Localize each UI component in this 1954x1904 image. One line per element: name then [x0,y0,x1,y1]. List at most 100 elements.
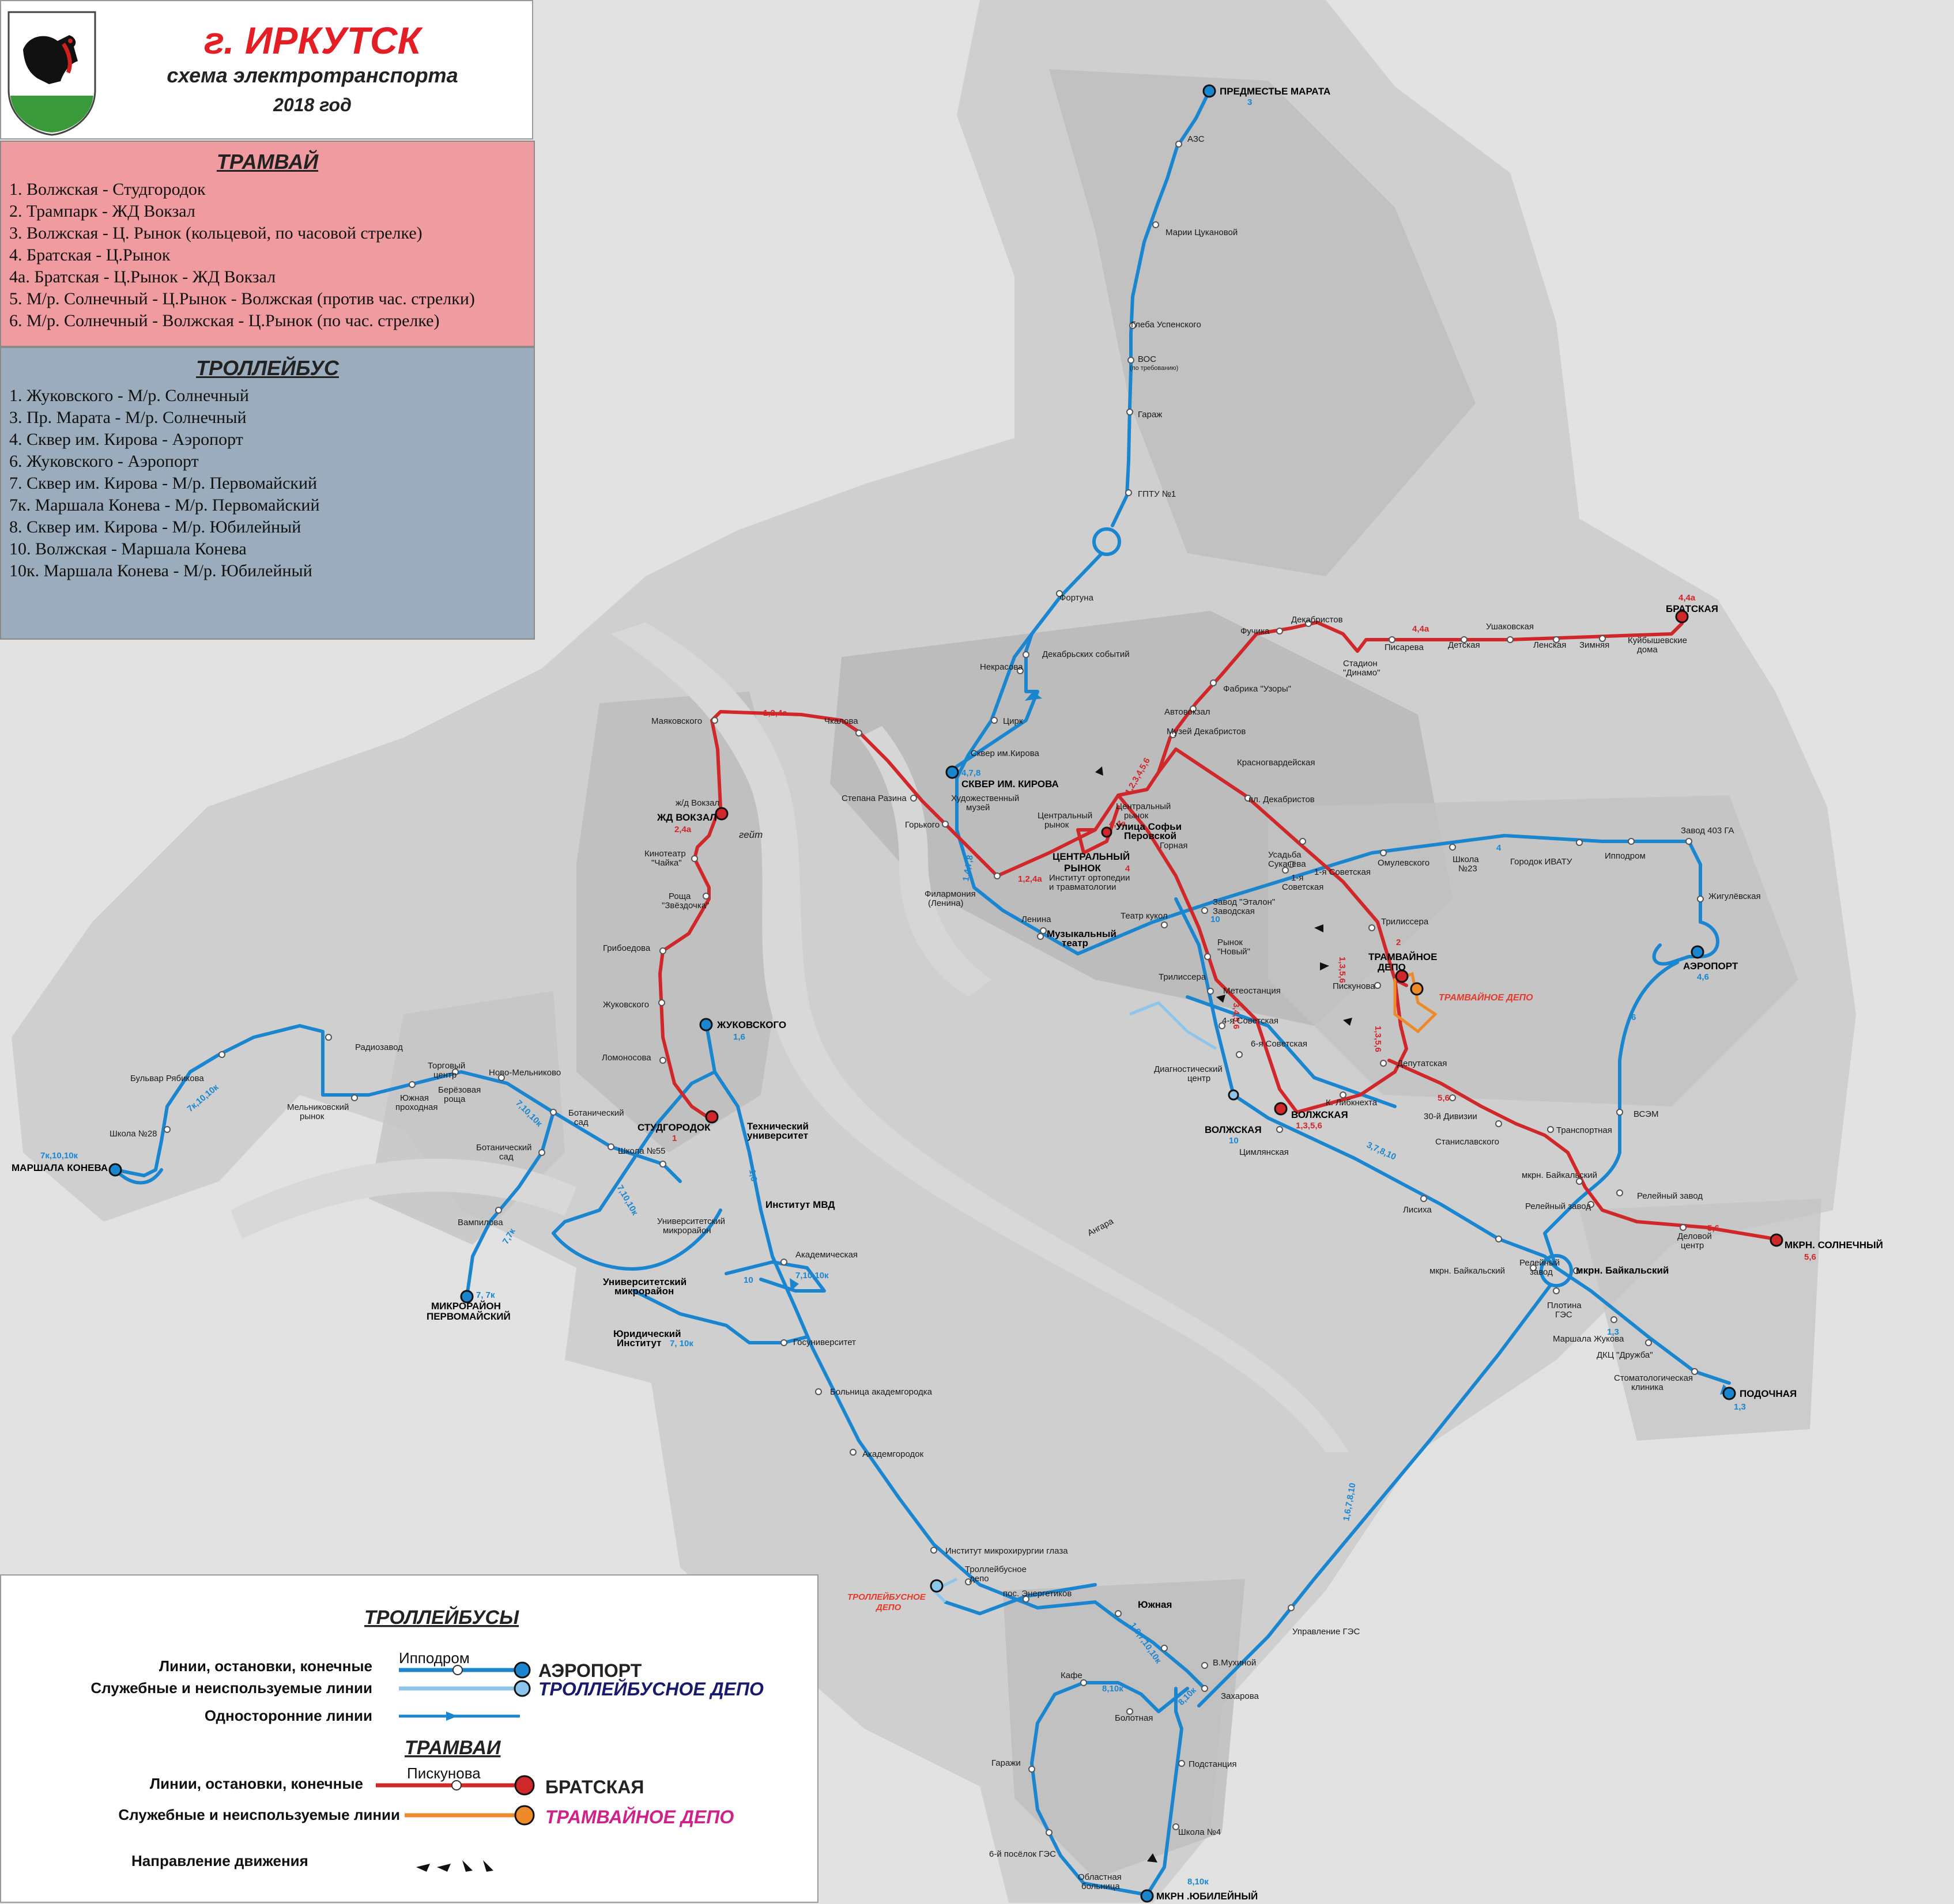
stop-transport [1547,1126,1554,1133]
trolleybus-route-item: 3. Пр. Марата - М/р. Солнечный [9,408,247,427]
stop-label-ivatu: Городок ИВАТУ [1510,857,1572,867]
stop-label-perovskoi-1: Улица Софьи [1116,821,1182,832]
stop-kafe [1080,1679,1087,1686]
terminal-tram-depot [1395,969,1409,983]
stop-dekabr [1023,651,1029,658]
trolley-line-zhukovskogo [704,1021,1206,1690]
trolleybus-lines [114,89,1731,1897]
map-header: г. ИРКУТСК схема электротранспорта 2018 … [0,0,533,139]
route-bratskaya-line: 4,4а [1412,624,1429,634]
stop-label-deputat: Депутатская [1397,1059,1447,1068]
stop-bulvar [218,1051,225,1058]
legend-oneway-arrow [446,1712,458,1721]
tram-route-item: 4. Братская - Ц.Рынок [9,245,171,265]
stop-label-sov1: 1-я Советская [1314,867,1371,877]
stop-tsukanovoi [1152,221,1159,228]
label-podochnaya: ПОДОЧНАЯ [1740,1388,1797,1399]
label-konev: МАРШАЛА КОНЕВА [12,1162,108,1173]
stop-label-mel-2: рынок [300,1112,325,1121]
stop-label-lenskaya: Ленская [1533,640,1566,650]
stop-lenina [1040,927,1047,934]
stop-sov4 [1219,1022,1225,1029]
label-tram-depot: ТРАМВАЙНОЕ ДЕПО [1439,991,1533,1003]
stop-nekrasova [1017,667,1024,674]
stop-label-perovskoi-2: Перовской [1124,830,1176,841]
stop-label-dinamo-1: Стадион [1343,659,1378,668]
stop-label-art-1: Художественный [951,794,1019,803]
stop-label-rynok-2: "Новый" [1217,947,1250,957]
stop-label-yuzh-2: проходная [395,1102,437,1112]
stop-chaika [691,855,698,862]
label-yubileiny: МКРН .ЮБИЛЕЙНЫЙ [1156,1891,1258,1902]
stop-label-griboedova: Грибоедова [603,943,651,953]
stop-label-music-2: театр [1062,938,1088,949]
stop-label-ippodrom: Ипподром [1605,851,1646,861]
stop-releiny-ges [1530,1264,1537,1271]
trolley-line-akadem [725,1260,826,1293]
terminal-podochnaya [1722,1387,1736,1400]
tram-route-item: 4а. Братская - Ц.Рынок - ЖД Вокзал [9,267,276,286]
route-56: 5,6 [1438,1093,1450,1103]
stop-zvezd [703,893,710,900]
direction-arrow-4 [1095,766,1103,776]
stop-fortuna [1056,590,1063,597]
legend-tram-depot-icon [514,1805,535,1826]
stop-label-trilissera: Трилиссера [1381,917,1429,927]
stop-label-berez-1: Берёзовая [438,1085,481,1095]
stop-label-market-tram-2: рынок [1124,811,1149,821]
stop-bot2 [538,1149,545,1156]
stop-filarm [994,872,1001,879]
stop-label-mvd: Институт МВД [765,1199,835,1210]
terminal-zhukovskogo [699,1018,713,1032]
label-pervomaisky-1: МИКРОРАЙОН [431,1301,501,1312]
stop-label-radio: Радиозавод [355,1042,403,1052]
stop-liebknecht [1340,1091,1346,1098]
legend-trolley-service: Служебные и неиспользуемые линии [90,1679,372,1697]
stop-podstantsiya [1178,1760,1185,1767]
stop-label-druzhba: ДКЦ "Дружба" [1597,1350,1653,1360]
route-1356-a: 1,3,5,6 [1337,957,1347,983]
stop-label-etalon-2: Заводская [1213,906,1255,916]
stop-trdepo [965,1578,972,1585]
tram-route-item: 6. М/р. Солнечный - Волжская - Ц.Рынок (… [9,311,440,330]
label-solnechny: МКРН. СОЛНЕЧНЫЙ [1785,1240,1883,1251]
stop-teatr-kukol [1161,921,1168,928]
route-market: 4 [1125,864,1130,874]
legend-tram-stop [451,1780,462,1790]
stop-label-zavod403: Завод 403 ГА [1681,826,1734,836]
stop-30div [1449,1094,1456,1101]
route-3456: 3,4,5,6 [1231,1003,1241,1029]
stop-label-market-tram-1: Центральный [1116,802,1171,811]
terminal-bratskaya [1675,610,1689,624]
stop-radio [325,1034,332,1041]
stop-ivatu [1576,839,1583,846]
legend-trolley-oneway: Односторонние линии [205,1707,372,1724]
terminal-konev [108,1163,122,1177]
stop-label-gornaya: Горная [1160,841,1188,851]
direction-arrow-2 [1320,962,1329,970]
stop-label-mayak: Маяковского [651,716,702,726]
stop-label-zhigul: Жигулёвская [1708,891,1761,901]
trolleybus-panel-title: ТРОЛЛЕЙБУС [196,356,339,380]
stop-label-filarm-1: Филармония [925,889,976,899]
stop-label-chaika-1: Кинотеатр [644,849,686,859]
route-6-trunk: 6 [1631,1013,1636,1022]
trolleybus-route-item: 1. Жуковского - М/р. Солнечный [9,386,249,405]
stop-vsem [1616,1109,1623,1116]
stop-label-delovoy-2: центр [1681,1241,1704,1251]
label-volzhskaya-tr: ВОЛЖСКАЯ [1205,1124,1262,1135]
route-airport: 4,6 [1697,972,1709,982]
trolley-line-pervomaisky [465,1110,555,1298]
stop-label-zakharova: Захарова [1221,1691,1259,1701]
direction-arrow-5 [1343,1018,1352,1026]
trolleybus-route-item: 10к. Маршала Конева - М/р. Юбилейный [9,561,312,580]
stop-label-obl-2: больница [1081,1882,1120,1891]
stop-torg [452,1068,459,1075]
stop-glaz [930,1547,937,1554]
terminal-predmestie [1202,84,1216,98]
stop-shkola55 [608,1143,614,1150]
label-central-market-1: ЦЕНТРАЛЬНЫЙ [1053,851,1130,862]
trolleybus-route-item: 6. Жуковского - Аэропорт [9,452,199,471]
stop-label-baikal-w: мкрн. Байкальский [1429,1266,1505,1276]
